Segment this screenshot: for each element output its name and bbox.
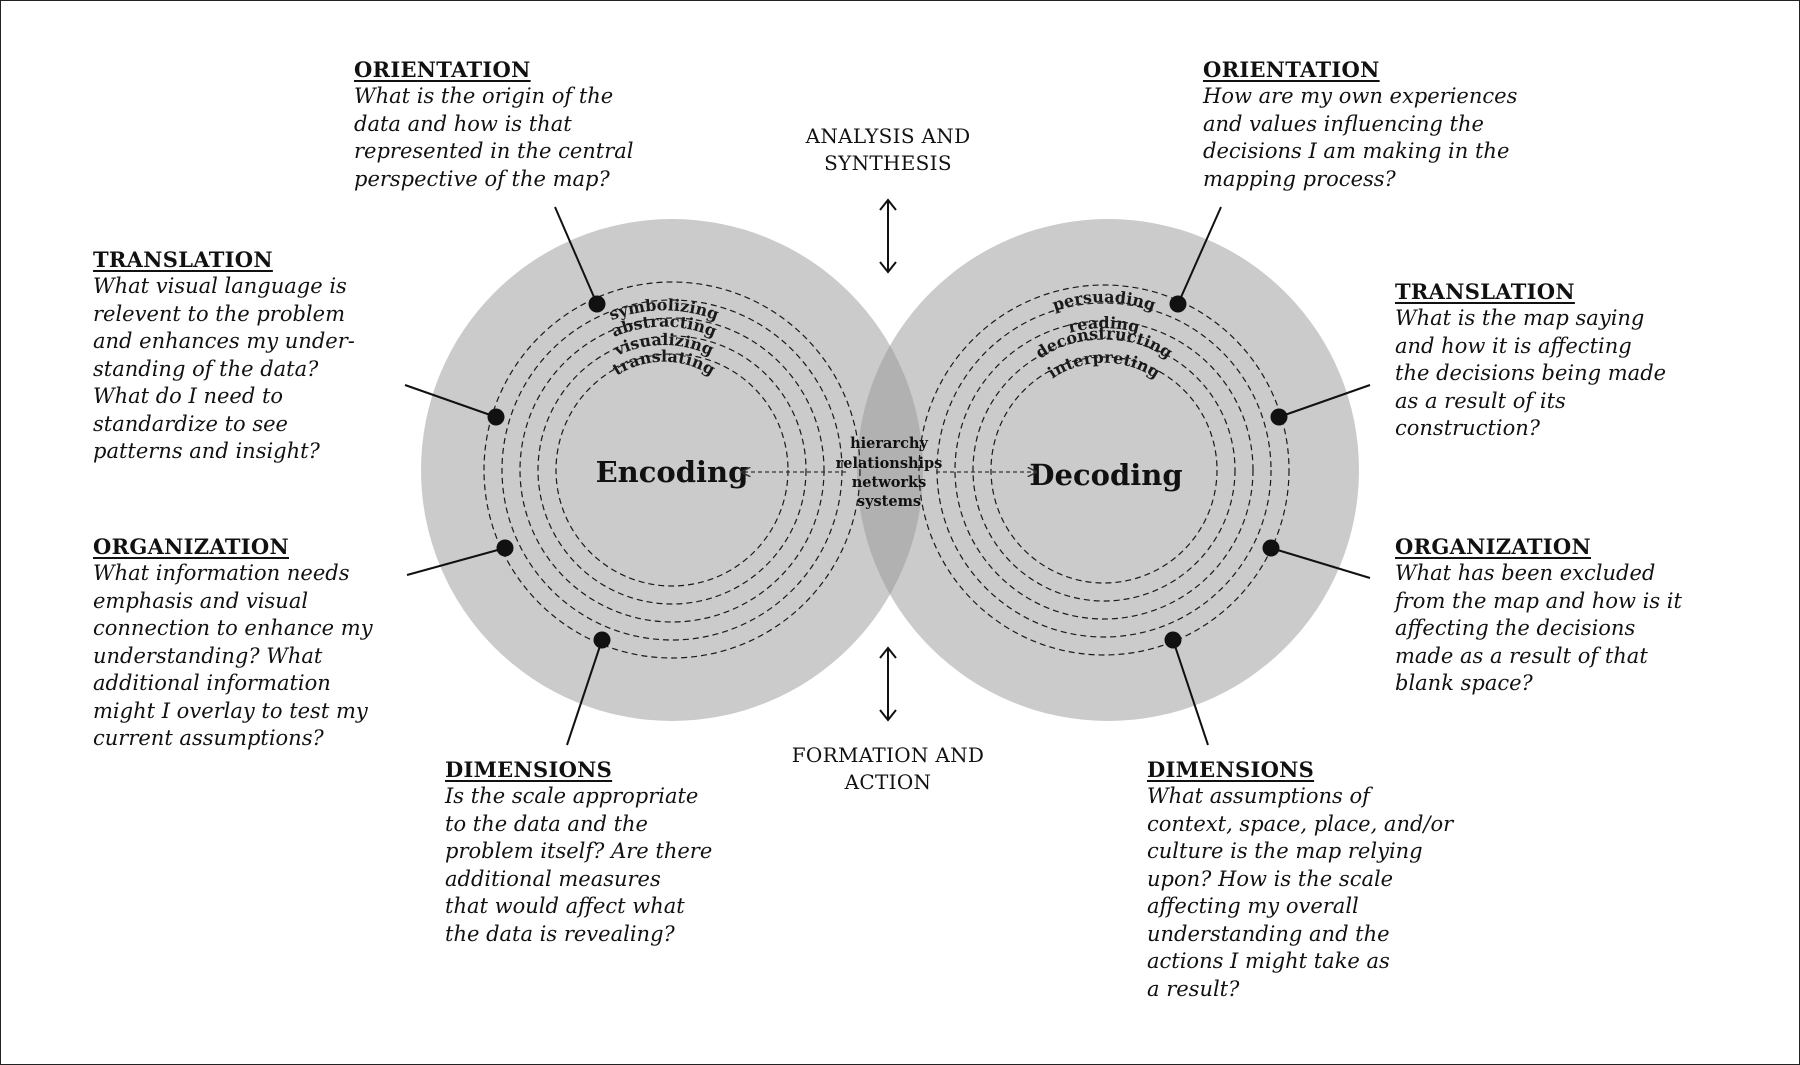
encoding-circle bbox=[421, 219, 923, 721]
right-organization-block: ORGANIZATION What has been excluded from… bbox=[1395, 533, 1735, 698]
dot-right-orientation bbox=[1169, 295, 1187, 313]
left-dimensions-heading: DIMENSIONS bbox=[445, 757, 613, 782]
right-dimensions-heading: DIMENSIONS bbox=[1147, 757, 1315, 782]
top-double-arrow bbox=[879, 198, 897, 274]
right-dimensions-block: DIMENSIONS What assumptions of context, … bbox=[1147, 756, 1507, 1003]
overlap-relationships: relationships bbox=[836, 455, 943, 472]
right-organization-heading: ORGANIZATION bbox=[1395, 534, 1592, 559]
encoding-rings bbox=[483, 281, 861, 659]
dot-left-dimensions bbox=[593, 631, 611, 649]
left-organization-heading: ORGANIZATION bbox=[93, 534, 290, 559]
dot-right-dimensions bbox=[1164, 631, 1182, 649]
left-organization-text: What information needs emphasis and visu… bbox=[93, 561, 373, 750]
dot-left-orientation bbox=[588, 295, 606, 313]
right-orientation-text: How are my own experiences and values in… bbox=[1203, 84, 1518, 191]
ring-label-reading: reading bbox=[1066, 313, 1141, 337]
right-orientation-heading: ORIENTATION bbox=[1203, 57, 1380, 82]
right-dimensions-text: What assumptions of context, space, plac… bbox=[1147, 784, 1454, 1001]
left-dimensions-text: Is the scale appropriate to the data and… bbox=[445, 784, 713, 946]
overlap-networks: networks bbox=[852, 474, 926, 491]
dot-right-translation bbox=[1270, 408, 1288, 426]
leader-left-orientation bbox=[554, 206, 598, 305]
leader-right-orientation bbox=[1177, 206, 1222, 305]
left-orientation-text: What is the origin of the data and how i… bbox=[354, 84, 634, 191]
formation-action-label: FORMATION AND ACTION bbox=[791, 743, 985, 794]
right-translation-block: TRANSLATION What is the map saying and h… bbox=[1395, 278, 1725, 443]
right-translation-text: What is the map saying and how it is aff… bbox=[1395, 306, 1667, 440]
dot-right-organization bbox=[1262, 539, 1280, 557]
dot-left-organization bbox=[496, 539, 514, 557]
right-translation-heading: TRANSLATION bbox=[1395, 279, 1575, 304]
left-translation-heading: TRANSLATION bbox=[93, 247, 273, 272]
leader-left-organization bbox=[406, 547, 506, 576]
analysis-synthesis-label: ANALYSIS AND SYNTHESIS bbox=[805, 124, 971, 175]
left-orientation-heading: ORIENTATION bbox=[354, 57, 531, 82]
leader-right-organization bbox=[1270, 547, 1371, 579]
overlap-systems: systems bbox=[857, 493, 921, 510]
left-translation-block: TRANSLATION What visual language is rele… bbox=[93, 246, 413, 466]
leader-right-dimensions bbox=[1172, 639, 1209, 746]
dot-left-translation bbox=[487, 408, 505, 426]
decoding-label: Decoding bbox=[1029, 458, 1182, 492]
leader-right-translation bbox=[1278, 384, 1371, 418]
leader-left-dimensions bbox=[566, 639, 603, 746]
overlap-hierarchy: hierarchy bbox=[850, 435, 928, 452]
encoding-label: Encoding bbox=[596, 455, 749, 489]
right-organization-text: What has been excluded from the map and … bbox=[1395, 561, 1682, 695]
bottom-double-arrow bbox=[879, 646, 897, 722]
decoding-rings bbox=[918, 284, 1290, 656]
left-organization-block: ORGANIZATION What information needs emph… bbox=[93, 533, 413, 753]
left-translation-text: What visual language is relevent to the … bbox=[93, 274, 355, 463]
leader-left-translation bbox=[404, 384, 497, 418]
decoding-circle bbox=[857, 219, 1359, 721]
left-orientation-block: ORIENTATION What is the origin of the da… bbox=[354, 56, 684, 193]
right-orientation-block: ORIENTATION How are my own experiences a… bbox=[1203, 56, 1573, 193]
left-dimensions-block: DIMENSIONS Is the scale appropriate to t… bbox=[445, 756, 765, 948]
